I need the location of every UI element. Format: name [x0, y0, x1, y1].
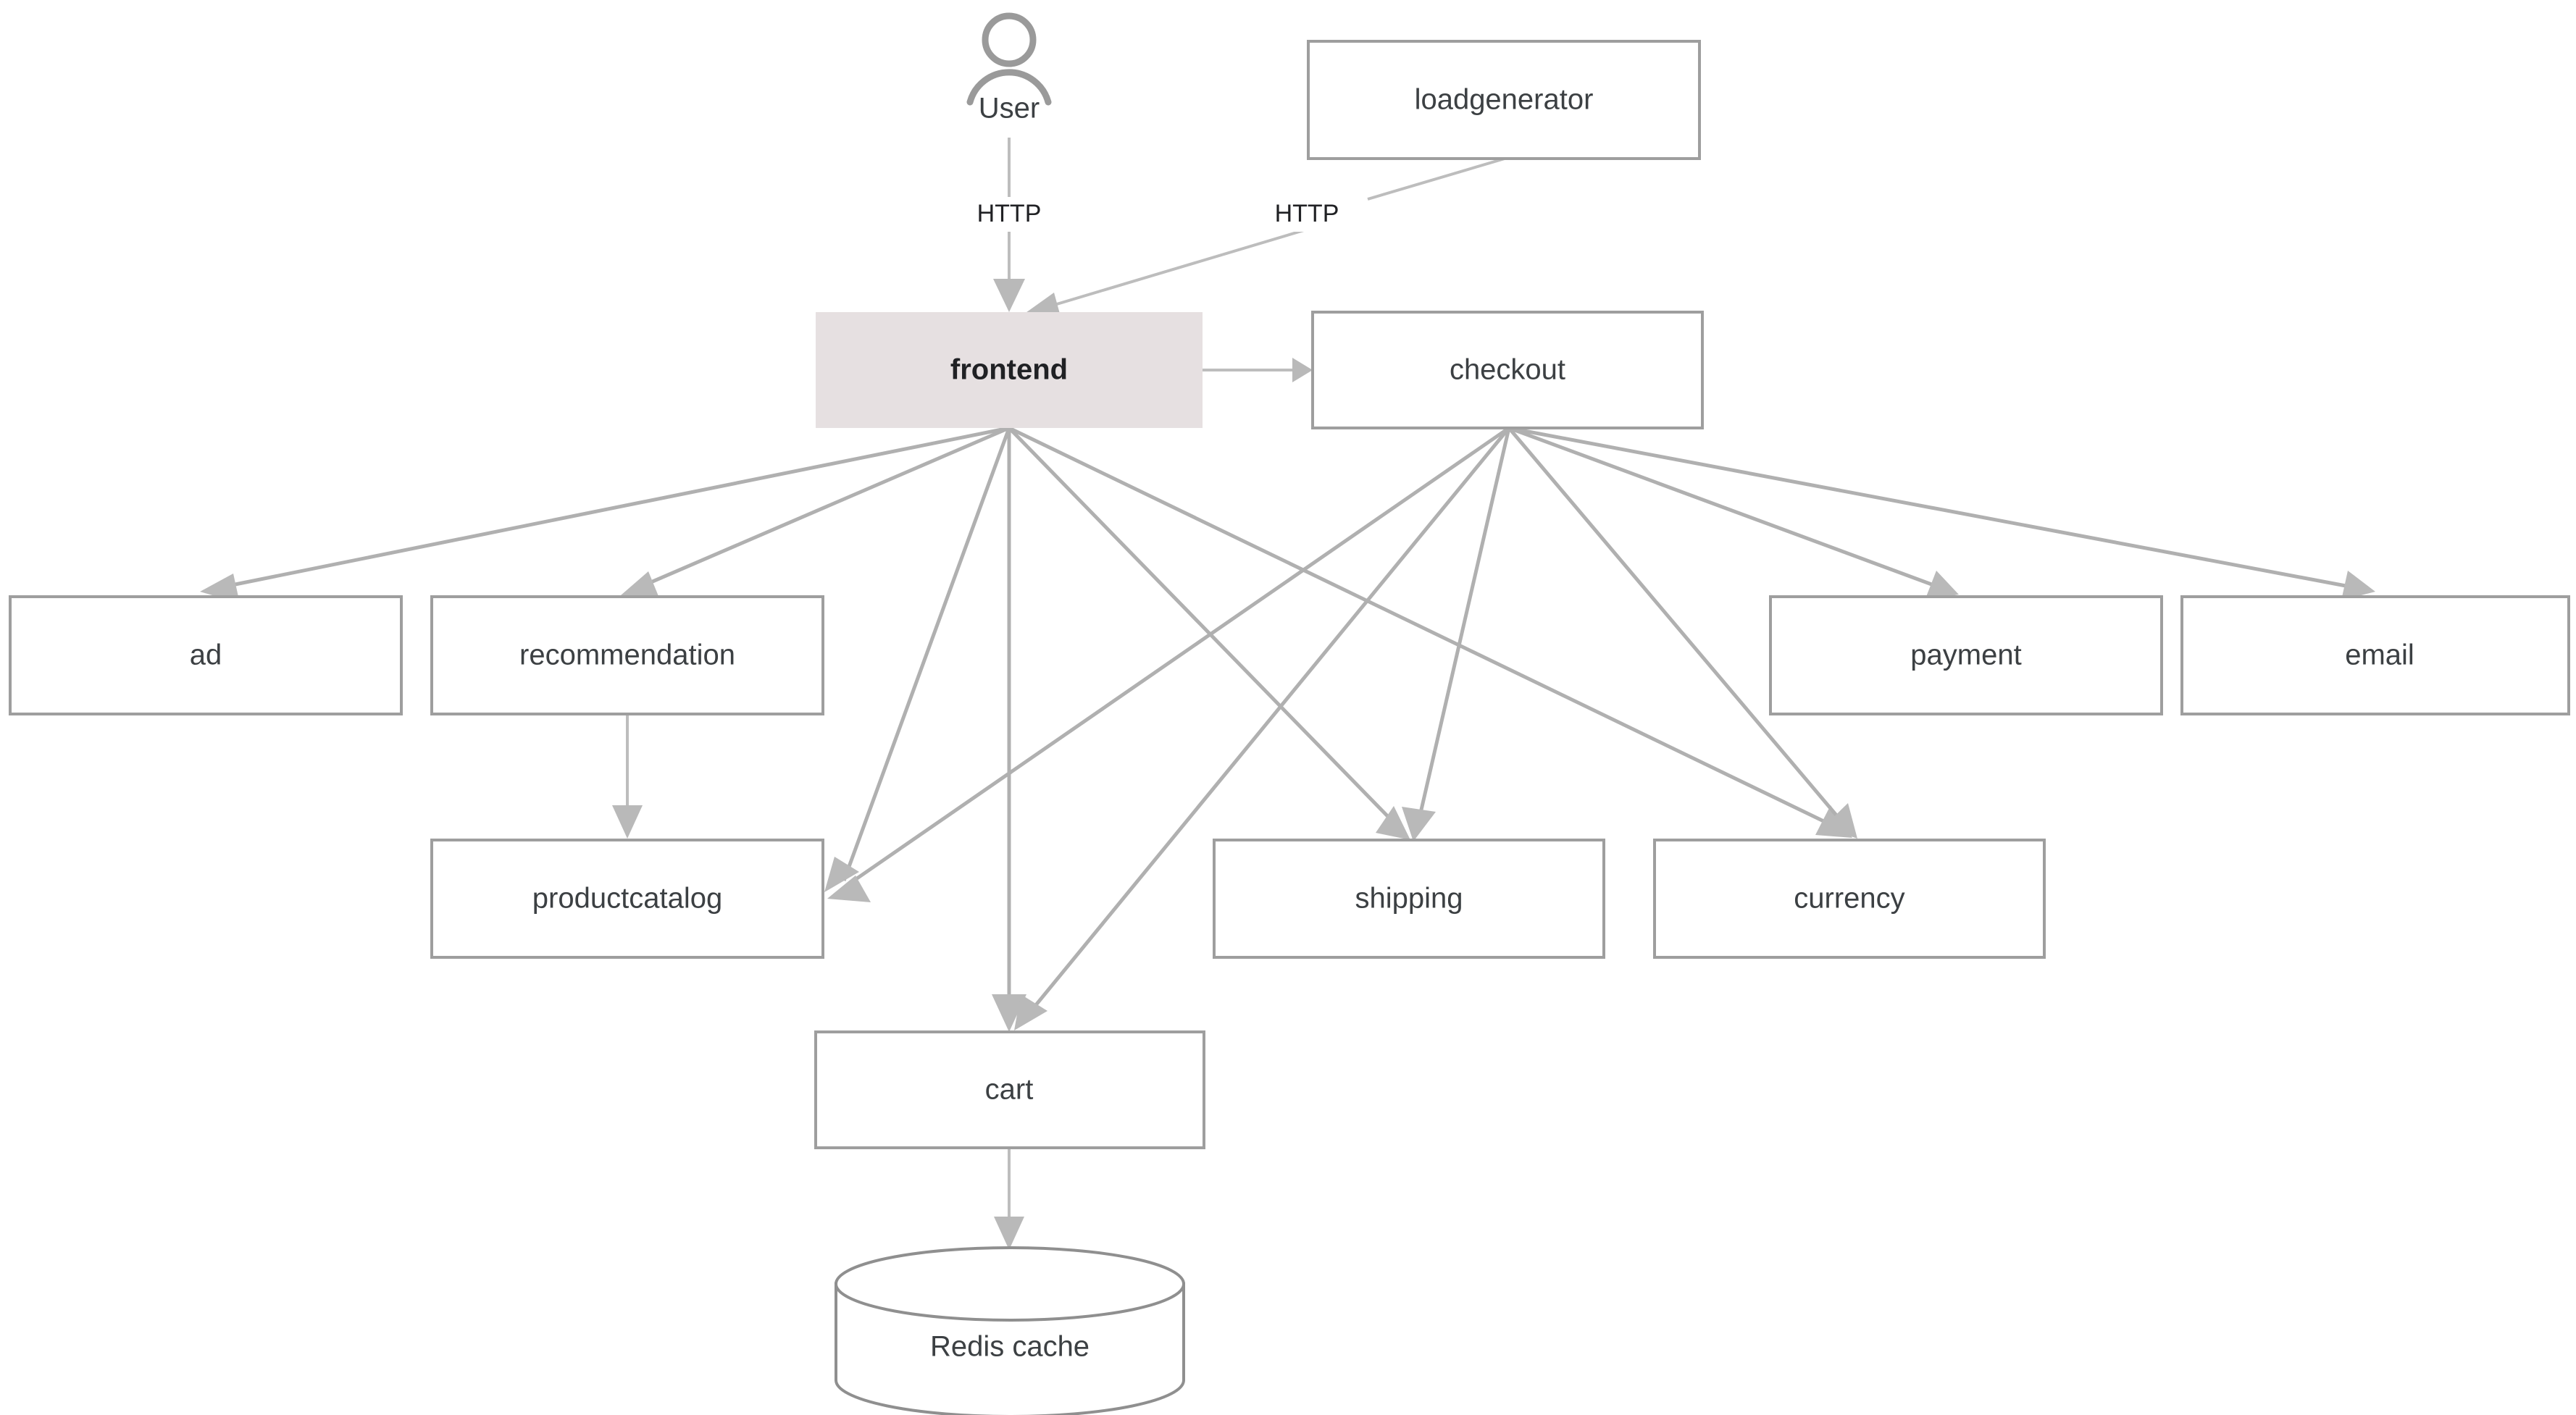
- edge-checkout-to-productcatalog[interactable]: [827, 426, 1510, 902]
- node-cart-label: cart: [985, 1074, 1034, 1106]
- node-redis[interactable]: Redis cache: [835, 1246, 1185, 1415]
- node-productcatalog[interactable]: productcatalog: [430, 839, 824, 959]
- edge-label-loadgenerator-http-text: HTTP: [1275, 200, 1339, 227]
- edge-frontend-to-checkout[interactable]: [1203, 358, 1313, 382]
- edge-frontend-to-productcatalog[interactable]: [824, 427, 1011, 892]
- person-icon: [966, 12, 1052, 106]
- node-frontend[interactable]: frontend: [816, 312, 1203, 428]
- node-loadgenerator-label: loadgenerator: [1415, 84, 1594, 116]
- actor-user[interactable]: User: [966, 12, 1052, 125]
- node-recommendation[interactable]: recommendation: [430, 595, 824, 715]
- node-ad-label: ad: [190, 639, 222, 671]
- edge-label-loadgenerator-http: HTTP: [1260, 197, 1353, 232]
- edge-label-user-http: HTTP: [963, 197, 1055, 232]
- edge-frontend-to-recommendation[interactable]: [621, 426, 1010, 600]
- actor-user-label: User: [979, 93, 1040, 125]
- edge-cart-to-redis[interactable]: [994, 1148, 1024, 1250]
- node-ad[interactable]: ad: [9, 595, 403, 715]
- edge-frontend-to-cart[interactable]: [992, 428, 1026, 1032]
- edge-checkout-to-email[interactable]: [1508, 426, 2375, 600]
- node-frontend-label: frontend: [950, 354, 1068, 386]
- node-email-label: email: [2345, 639, 2414, 671]
- node-layer: loadgenerator frontend checkout ad recom…: [9, 40, 2570, 1415]
- edge-loadgenerator-to-frontend[interactable]: [1024, 157, 1505, 322]
- edge-checkout-to-shipping[interactable]: [1402, 427, 1511, 841]
- edge-checkout-to-currency[interactable]: [1507, 427, 1857, 839]
- edge-frontend-to-ad[interactable]: [200, 426, 1010, 603]
- edge-frontend-to-shipping[interactable]: [1008, 427, 1410, 840]
- node-currency-label: currency: [1794, 883, 1904, 915]
- node-checkout-label: checkout: [1450, 354, 1565, 386]
- edge-label-layer: HTTP HTTP: [963, 197, 1353, 232]
- edge-checkout-to-payment[interactable]: [1508, 426, 1959, 600]
- node-productcatalog-label: productcatalog: [532, 883, 722, 915]
- edge-layer: [200, 138, 2375, 1250]
- node-currency[interactable]: currency: [1653, 839, 2046, 959]
- node-payment-label: payment: [1910, 639, 2021, 671]
- node-email[interactable]: email: [2180, 595, 2570, 715]
- edge-checkout-to-cart[interactable]: [1014, 427, 1510, 1030]
- node-redis-label: Redis cache: [930, 1331, 1090, 1363]
- node-shipping[interactable]: shipping: [1213, 839, 1605, 959]
- edge-label-user-http-text: HTTP: [977, 200, 1042, 227]
- node-recommendation-label: recommendation: [519, 639, 735, 671]
- node-checkout[interactable]: checkout: [1311, 311, 1704, 429]
- node-shipping-label: shipping: [1355, 883, 1463, 915]
- node-cart[interactable]: cart: [814, 1030, 1205, 1149]
- edge-user-to-frontend[interactable]: [993, 138, 1025, 312]
- edge-recommendation-to-productcatalog[interactable]: [612, 714, 643, 839]
- node-loadgenerator[interactable]: loadgenerator: [1307, 40, 1701, 160]
- node-payment[interactable]: payment: [1769, 595, 2163, 715]
